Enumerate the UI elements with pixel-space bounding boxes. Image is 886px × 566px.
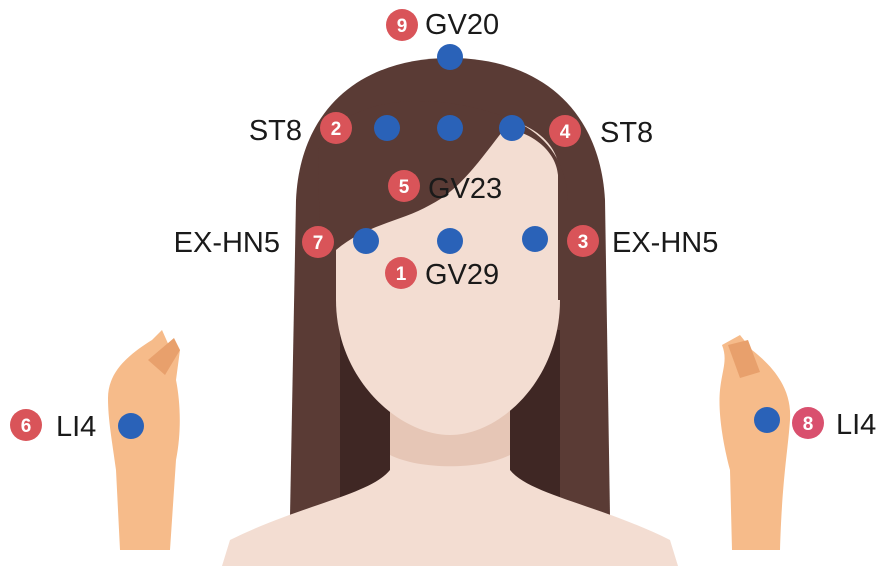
- acupoint-dot-1: [437, 228, 463, 254]
- point-number-1: 1: [396, 264, 407, 285]
- point-label-9: GV20: [425, 9, 499, 41]
- point-badge-8: [792, 407, 824, 439]
- point-badge-9: [386, 9, 418, 41]
- point-label-5: GV23: [428, 173, 502, 205]
- acupoint-dot-5: [437, 115, 463, 141]
- point-badge-6: [10, 409, 42, 441]
- point-label-8: LI4: [836, 409, 876, 441]
- point-badge-1: [385, 257, 417, 289]
- left-hand: [108, 330, 180, 550]
- point-number-8: 8: [803, 414, 814, 435]
- acupoint-dot-8: [754, 407, 780, 433]
- point-number-6: 6: [21, 416, 32, 437]
- point-number-9: 9: [397, 16, 408, 37]
- point-number-4: 4: [560, 122, 571, 143]
- acupoint-dot-7: [353, 228, 379, 254]
- point-label-3: EX-HN5: [612, 227, 718, 259]
- point-badge-7: [302, 226, 334, 258]
- hair-right-side: [500, 115, 568, 300]
- right-hand: [719, 335, 791, 550]
- point-badge-4: [549, 115, 581, 147]
- point-badge-5: [388, 170, 420, 202]
- point-label-2: ST8: [249, 115, 302, 147]
- acupoint-dot-3: [522, 226, 548, 252]
- point-number-2: 2: [331, 119, 342, 140]
- point-number-3: 3: [578, 232, 589, 253]
- acupoint-dots: [118, 44, 780, 439]
- acupoint-dot-6: [118, 413, 144, 439]
- acupoint-dot-2: [374, 115, 400, 141]
- point-label-4: ST8: [600, 117, 653, 149]
- neck-shoulders: [222, 380, 678, 566]
- acupoint-dot-4: [499, 115, 525, 141]
- acupoint-badges: 9 2 4 5 7 3 1 6 8: [10, 9, 824, 441]
- point-badge-2: [320, 112, 352, 144]
- point-label-6: LI4: [56, 411, 96, 443]
- point-badge-3: [567, 225, 599, 257]
- point-label-1: GV29: [425, 259, 499, 291]
- acupoint-dot-9: [437, 44, 463, 70]
- point-number-5: 5: [399, 177, 410, 198]
- point-label-7: EX-HN5: [174, 227, 280, 259]
- point-number-7: 7: [313, 233, 324, 254]
